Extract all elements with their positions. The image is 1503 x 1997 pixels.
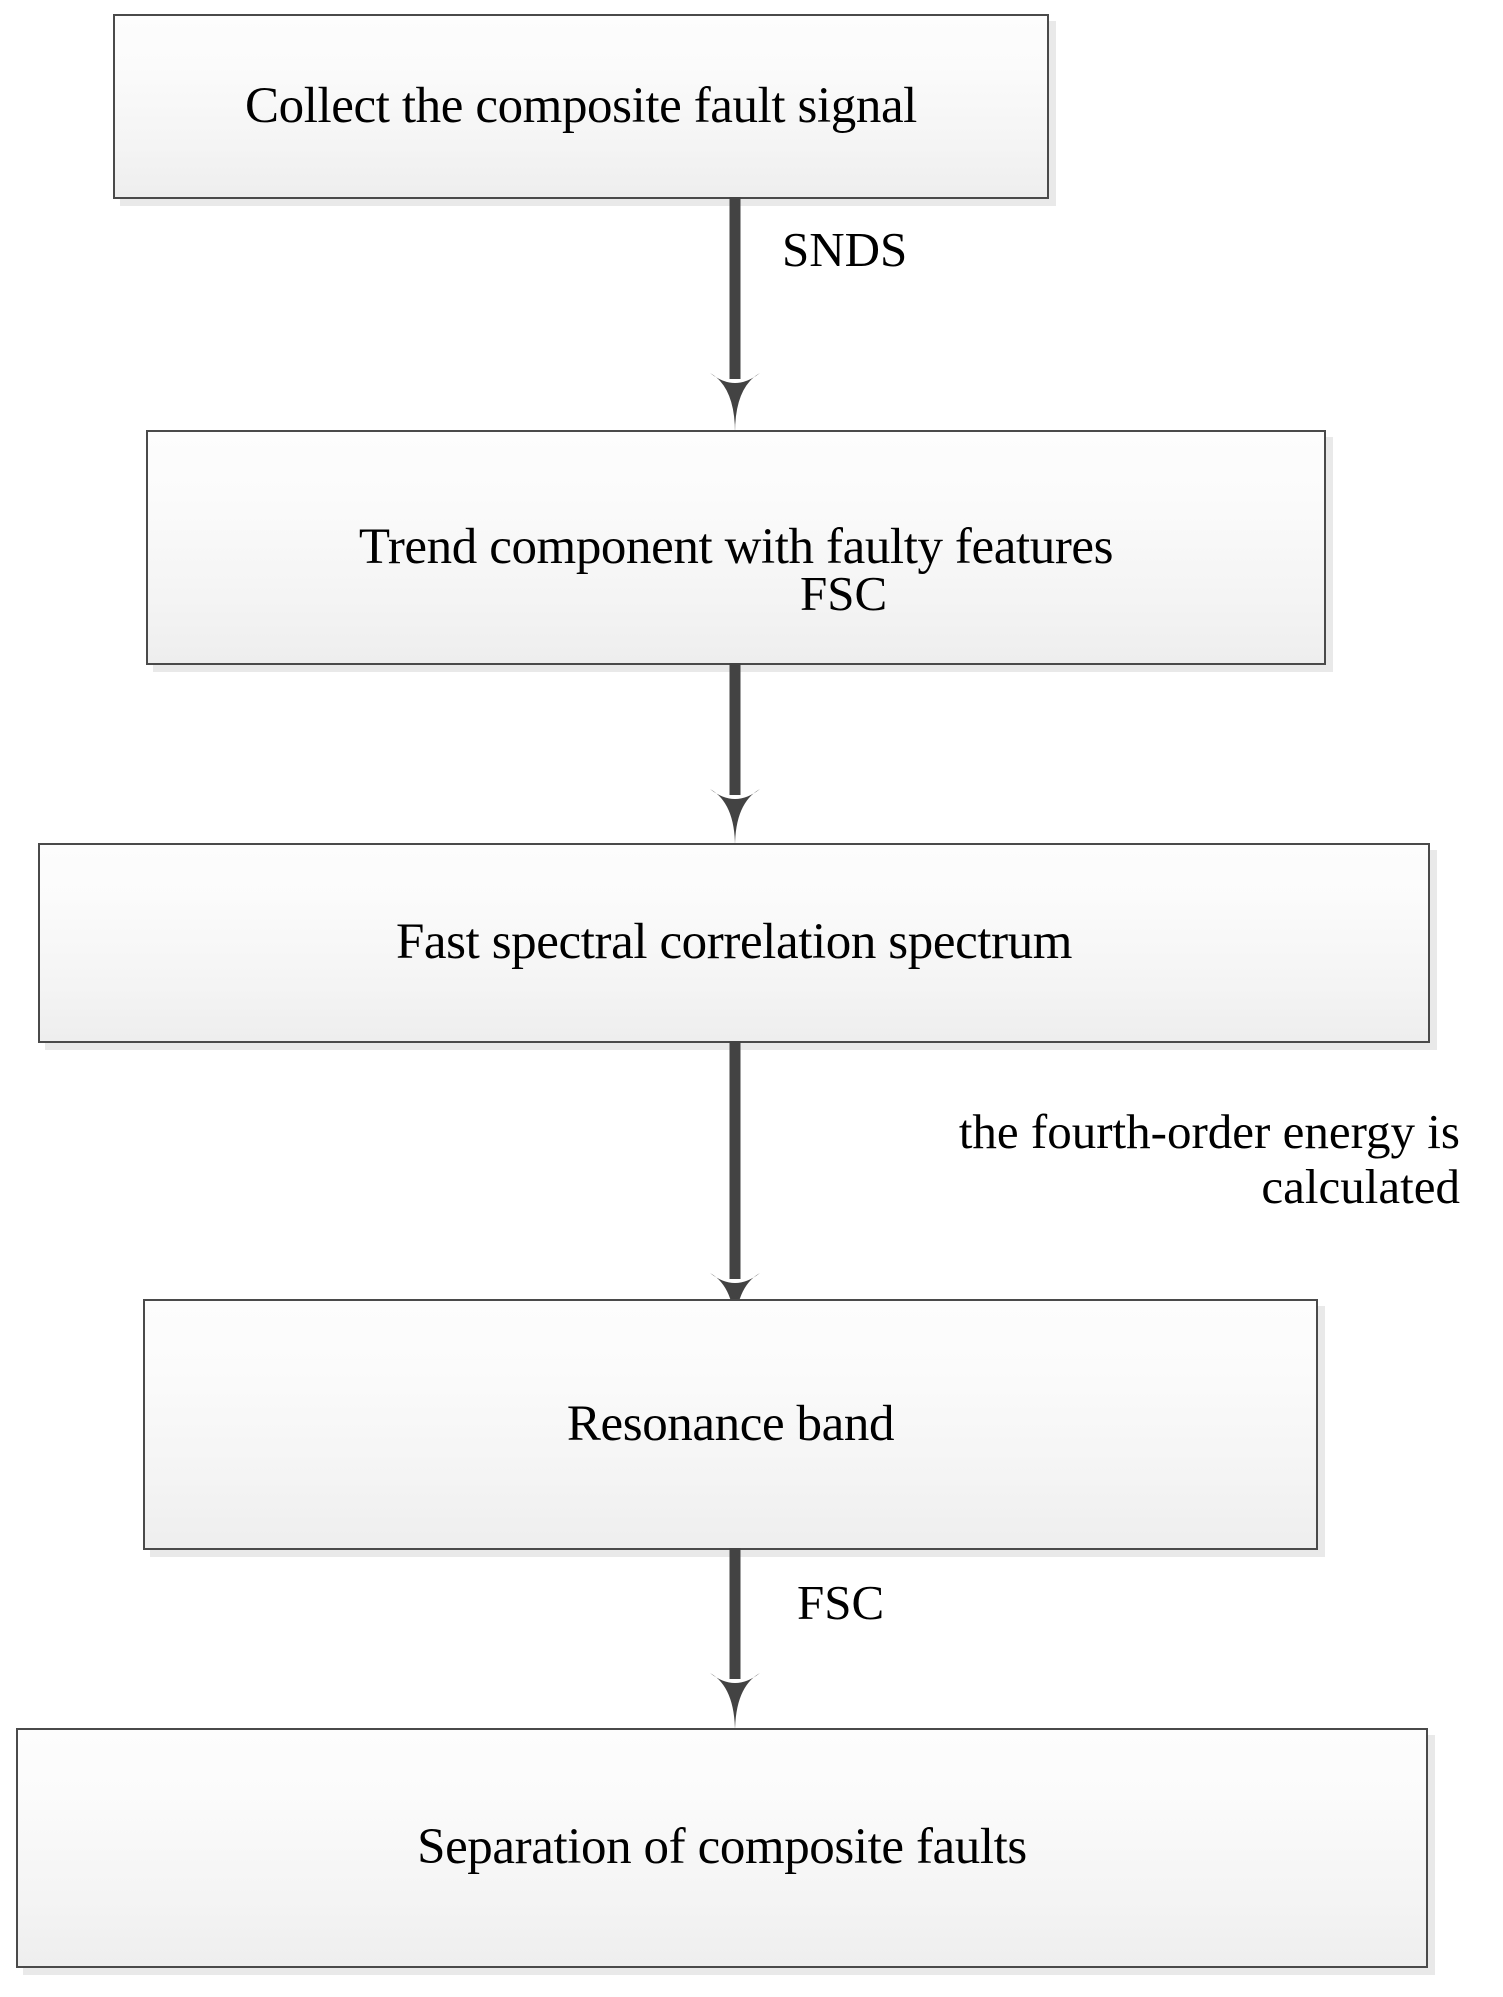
flow-connector-1 (705, 197, 765, 433)
flow-connector-2 (705, 663, 765, 847)
flow-node-label: Resonance band (566, 1395, 895, 1452)
flow-node-trend-component[interactable]: Trend component with faulty features (146, 430, 1326, 665)
flow-edge-label-fsc-2: FSC (797, 1575, 885, 1630)
flow-node-label: Trend component with faulty features (358, 518, 1114, 575)
flow-node-resonance-band[interactable]: Resonance band (143, 1299, 1318, 1550)
flow-connector-4 (705, 1548, 765, 1733)
flow-node-fast-spectral-correlation[interactable]: Fast spectral correlation spectrum (38, 843, 1430, 1043)
flow-node-label: Fast spectral correlation spectrum (395, 914, 1073, 971)
flow-node-label: Collect the composite fault signal (245, 77, 917, 134)
flow-node-label: Separation of composite faults (417, 1819, 1027, 1876)
flow-edge-label-fsc-1: FSC (800, 566, 888, 621)
flow-node-collect-signal[interactable]: Collect the composite fault signal (113, 14, 1049, 199)
flow-edge-label-line: the fourth-order energy is (958, 1104, 1460, 1159)
flow-edge-label-snds: SNDS (782, 222, 908, 277)
flow-node-separation-of-faults[interactable]: Separation of composite faults (16, 1728, 1428, 1968)
flow-edge-label-fourth-order-energy: the fourth-order energy is calculated (770, 1104, 1460, 1215)
flow-edge-label-line: calculated (1261, 1158, 1460, 1214)
flow-connector-3 (705, 1041, 765, 1333)
